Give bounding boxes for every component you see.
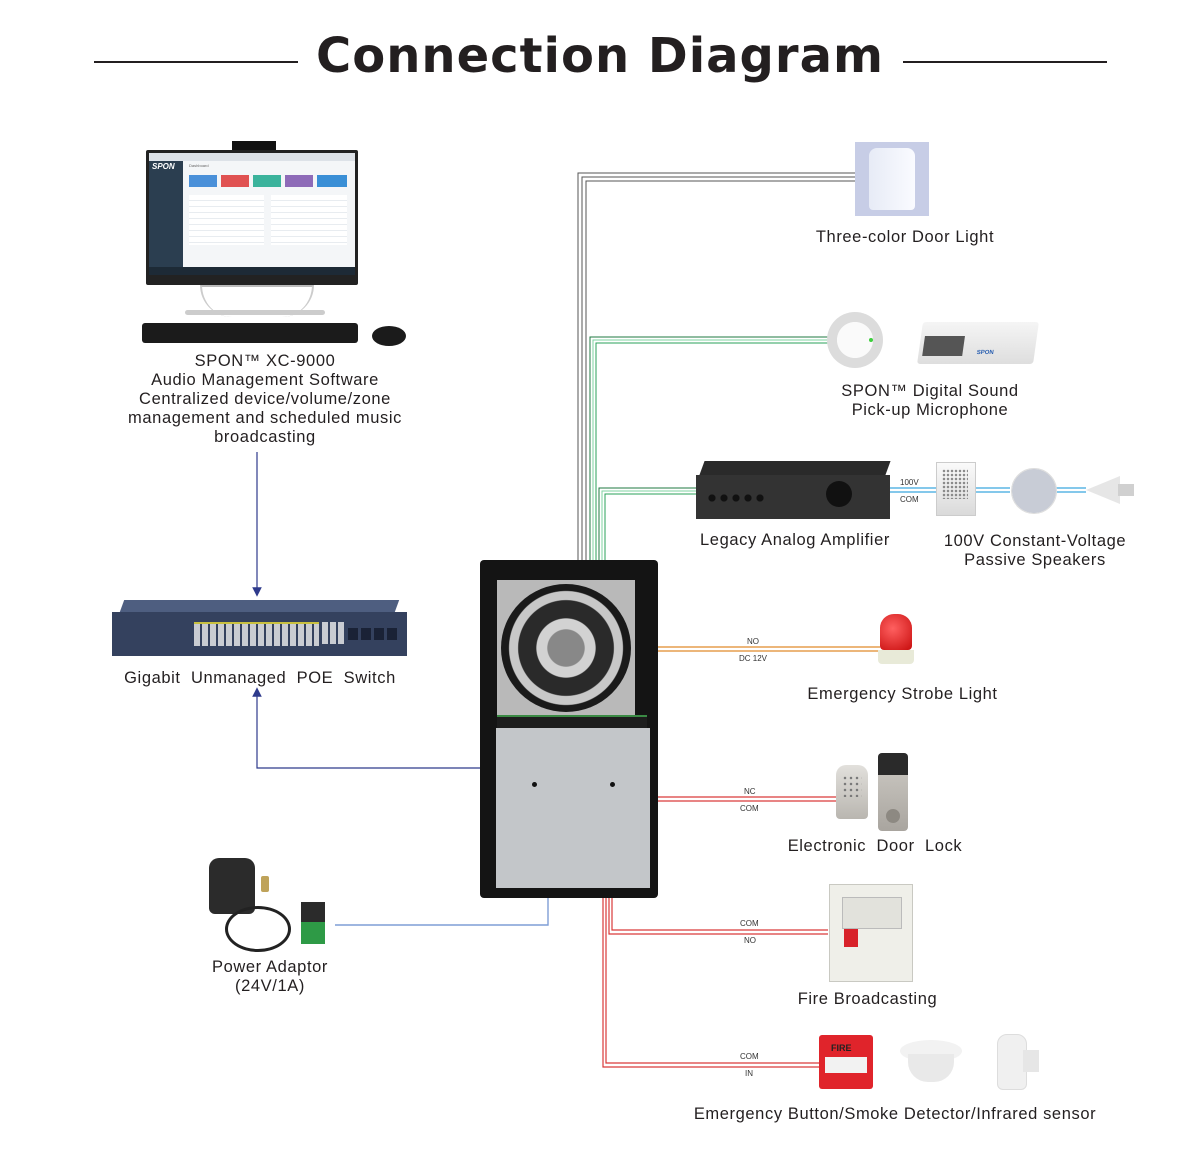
wire-label-100v: 100V — [900, 478, 919, 487]
door-light-wire — [577, 172, 858, 720]
door-light-illustration — [855, 142, 929, 216]
keyboard — [142, 323, 358, 343]
amplifier-illustration — [696, 461, 891, 521]
audio-terminal-board — [480, 560, 658, 898]
title-rule-left — [94, 61, 298, 63]
terminal-strip — [497, 715, 647, 729]
microphone-brand: SPON — [976, 350, 995, 356]
poe-switch-illustration — [112, 600, 407, 658]
deadbolt-lock-icon — [878, 753, 908, 831]
wire-label-nc: NC — [744, 787, 756, 796]
emergency-button-icon: FIRE — [819, 1035, 873, 1089]
keypad-lock-icon — [836, 765, 868, 819]
fire-broadcasting-cabinet-icon — [829, 884, 913, 982]
webcam — [232, 141, 276, 151]
ceiling-speaker-icon — [1011, 468, 1057, 514]
smoke-detector-icon — [900, 1040, 962, 1088]
wire-label-com: COM — [740, 1052, 759, 1061]
monitor: SPON Dashboard — [146, 150, 358, 285]
speakers-label: 100V Constant-Voltage Passive Speakers — [943, 532, 1127, 569]
wire-label-com: COM — [740, 804, 759, 813]
speaker-driver-icon — [501, 584, 631, 712]
screen-sidebar: SPON — [149, 161, 183, 275]
wire-label-dc12v: DC 12V — [739, 654, 768, 663]
horn-speaker-icon — [1086, 470, 1140, 514]
switch-label: Gigabit Unmanaged POE Switch — [124, 669, 396, 687]
screen-heading: Dashboard — [189, 163, 209, 168]
strobe-label: Emergency Strobe Light — [807, 685, 998, 703]
door-light-label: Three-color Door Light — [815, 228, 995, 246]
software-label: SPON™ XC-9000 Audio Management Software … — [128, 352, 402, 446]
sensors-label: Emergency Button/Smoke Detector/Infrared… — [693, 1105, 1097, 1123]
door-lock-label: Electronic Door Lock — [787, 837, 963, 855]
title-rule-right — [903, 61, 1107, 63]
computer-illustration: SPON Dashboard — [140, 140, 415, 350]
network-wire-board-switch — [252, 687, 515, 769]
infrared-sensor-icon — [997, 1034, 1041, 1090]
microphone-illustration — [827, 312, 883, 368]
fire-broadcasting-label: Fire Broadcasting — [797, 990, 938, 1008]
strobe-light-icon — [878, 614, 914, 666]
fire-text: FIRE — [831, 1043, 852, 1053]
monitor-base — [185, 310, 325, 315]
wall-speaker-icon — [936, 462, 976, 516]
wire-label-no: NO — [747, 637, 759, 646]
wire-label-com: COM — [740, 919, 759, 928]
wire-label-com: COM — [900, 495, 919, 504]
speaker-wire — [890, 487, 1086, 493]
power-adaptor-label: Power Adaptor (24V/1A) — [211, 958, 329, 995]
microphone-base-unit: SPON — [917, 322, 1039, 364]
amplifier-label: Legacy Analog Amplifier — [700, 531, 890, 549]
screen-brand: SPON — [152, 162, 175, 171]
speaker-plate — [497, 580, 635, 715]
wire-label-no: NO — [744, 936, 756, 945]
mouse — [372, 326, 406, 346]
mainboard-cover — [496, 728, 650, 888]
power-adaptor-illustration — [205, 856, 335, 952]
wire-label-in: IN — [745, 1069, 753, 1078]
microphone-label: SPON™ Digital Sound Pick-up Microphone — [841, 382, 1019, 419]
page-title: Connection Diagram — [316, 28, 884, 84]
